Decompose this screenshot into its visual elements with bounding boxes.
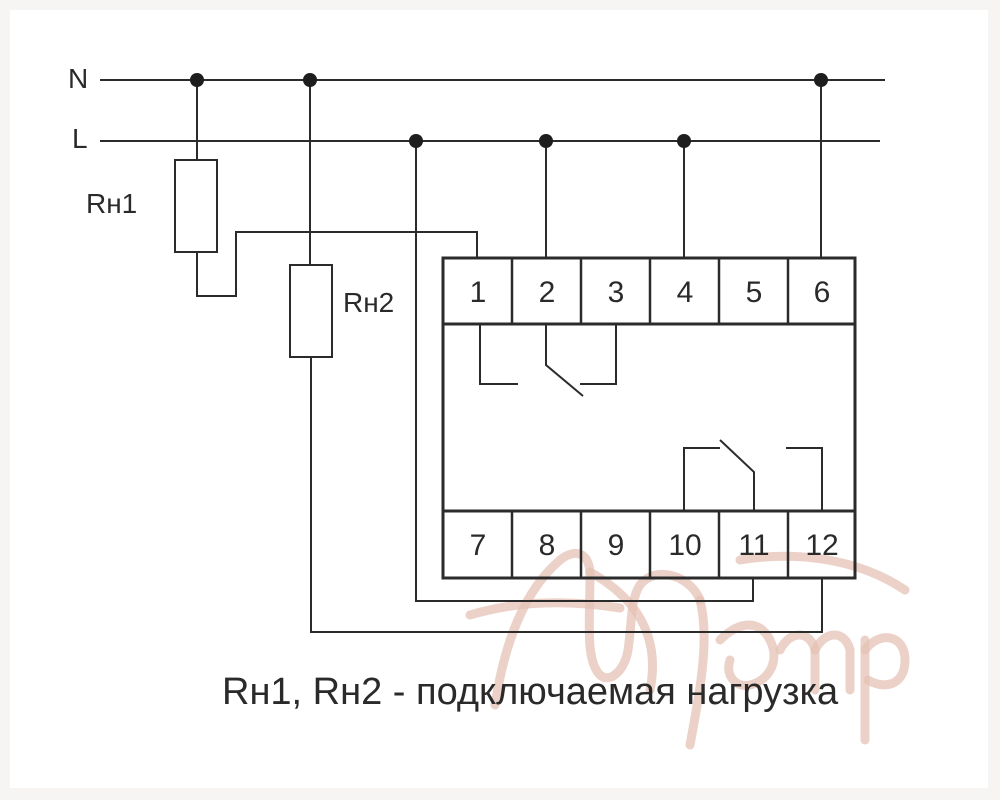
terminal-12: 12 [805,529,838,562]
load-rh2-resistor [289,264,333,358]
terminal-4: 4 [677,276,694,309]
load-rh1-label: Rн1 [86,188,137,219]
top-terminal-separators [510,258,790,324]
terminal-8: 8 [539,529,556,562]
terminal-9: 9 [608,529,625,562]
terminal-3: 3 [608,276,625,309]
load-rh1-branch [174,80,478,297]
diagram-caption: Rн1, Rн2 - подключаемая нагрузка [222,671,839,713]
junction-node [814,73,828,87]
diagram-frame [10,10,988,788]
relay-contact-lower-icon [683,439,823,511]
relay-contact-upper-icon [479,324,617,397]
terminal-5: 5 [746,276,763,309]
line-rail-label: L [72,123,88,154]
neutral-rail-label: N [68,63,88,94]
terminal-7: 7 [470,529,487,562]
terminal-6: 6 [814,276,831,309]
load-rh2-label: Rн2 [343,287,394,318]
junction-node [677,134,691,148]
load-rh2-branch [289,80,823,633]
watermark-logo [465,548,910,750]
terminal-11: 11 [738,529,769,562]
wire-l-to-terminal-11 [415,141,754,602]
load-rh1-resistor [174,159,218,253]
junction-node [539,134,553,148]
bottom-terminal-separators [510,511,790,578]
terminal-10: 10 [668,529,701,562]
junction-node [303,73,317,87]
terminal-1: 1 [470,276,487,309]
terminal-2: 2 [539,276,556,309]
junction-node [409,134,423,148]
junction-node [190,73,204,87]
